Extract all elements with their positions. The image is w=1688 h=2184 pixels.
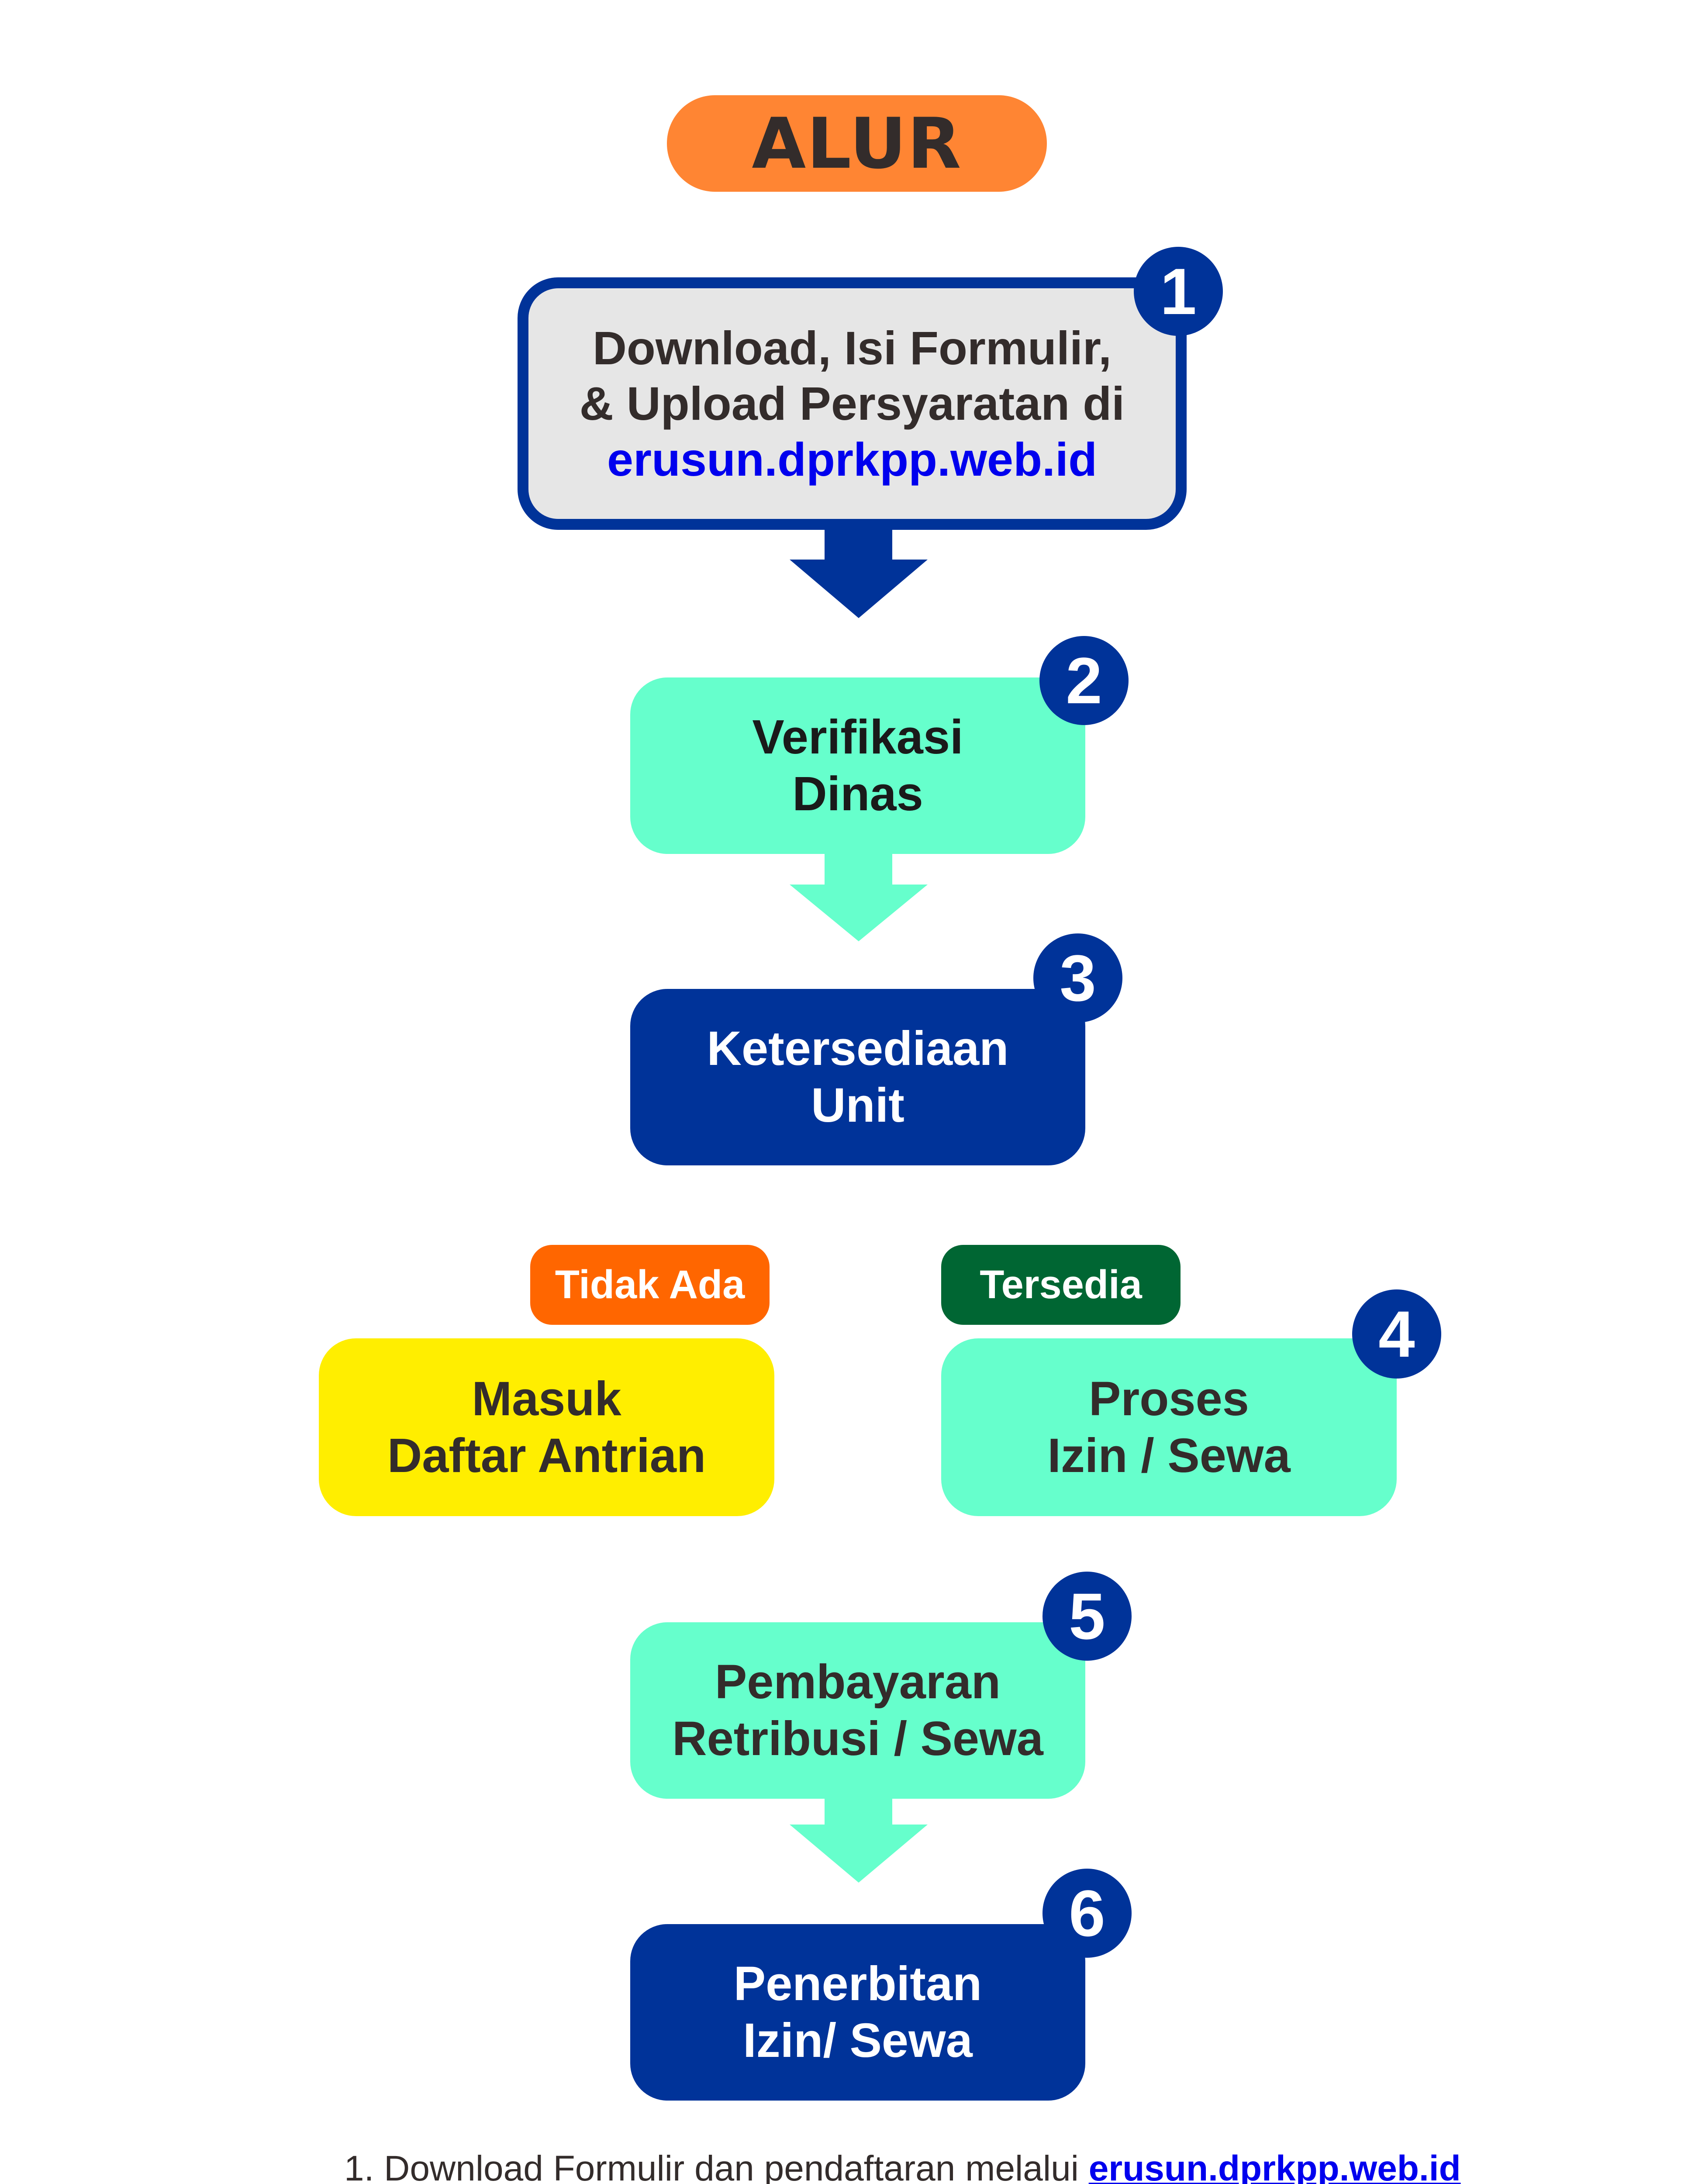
step-3-badge: 3 [1033,933,1122,1023]
note-1-text: 1. Download Formulir dan pendaftaran mel… [344,2149,1089,2184]
step-4-box: Proses Izin / Sewa [941,1338,1397,1516]
step-6-badge: 6 [1042,1869,1132,1958]
title-pill: ALUR [667,95,1047,192]
step-1-box: Download, Isi Formulir, & Upload Persyar… [518,277,1187,530]
tag-tidak-ada: Tidak Ada [530,1245,770,1325]
queue-line-1: Masuk [472,1372,621,1426]
step-5-line-1: Pembayaran [715,1655,1001,1709]
step-2-box: Verifikasi Dinas [630,677,1085,854]
step-1-link[interactable]: erusun.dprkpp.web.id [607,432,1098,486]
step-1-line-1: Download, Isi Formulir, [592,321,1112,374]
note-1: 1. Download Formulir dan pendaftaran mel… [344,2147,1461,2184]
step-4-line-2: Izin / Sewa [1047,1428,1291,1482]
step-2-line-1: Verifikasi [752,710,963,764]
step-3-line-2: Unit [811,1078,904,1132]
arrow-2 [790,854,928,941]
step-3-box: Ketersediaan Unit [630,989,1085,1165]
arrow-3 [790,1798,928,1883]
note-1-link[interactable]: erusun.dprkpp.web.id [1088,2149,1461,2184]
step-6-line-2: Izin/ Sewa [743,2014,973,2067]
step-5-line-2: Retribusi / Sewa [672,1712,1043,1766]
queue-line-2: Daftar Antrian [387,1428,706,1482]
step-6-line-1: Penerbitan [733,1957,982,2011]
queue-box: Masuk Daftar Antrian [319,1338,774,1516]
step-5-box: Pembayaran Retribusi / Sewa [630,1622,1085,1799]
step-4-line-1: Proses [1089,1372,1249,1426]
arrow-1 [790,530,928,618]
step-6-box: Penerbitan Izin/ Sewa [630,1924,1085,2101]
step-2-badge: 2 [1039,636,1129,725]
step-1-line-2: & Upload Persyaratan di [579,377,1125,430]
title-text: ALUR [752,103,962,184]
step-3-line-1: Ketersediaan [707,1022,1009,1076]
step-1-badge: 1 [1134,247,1223,336]
step-4-badge: 4 [1352,1289,1441,1379]
step-2-line-2: Dinas [792,767,923,821]
tag-tersedia: Tersedia [941,1245,1181,1325]
step-5-badge: 5 [1042,1572,1132,1661]
notes-list: 1. Download Formulir dan pendaftaran mel… [344,2147,1461,2184]
